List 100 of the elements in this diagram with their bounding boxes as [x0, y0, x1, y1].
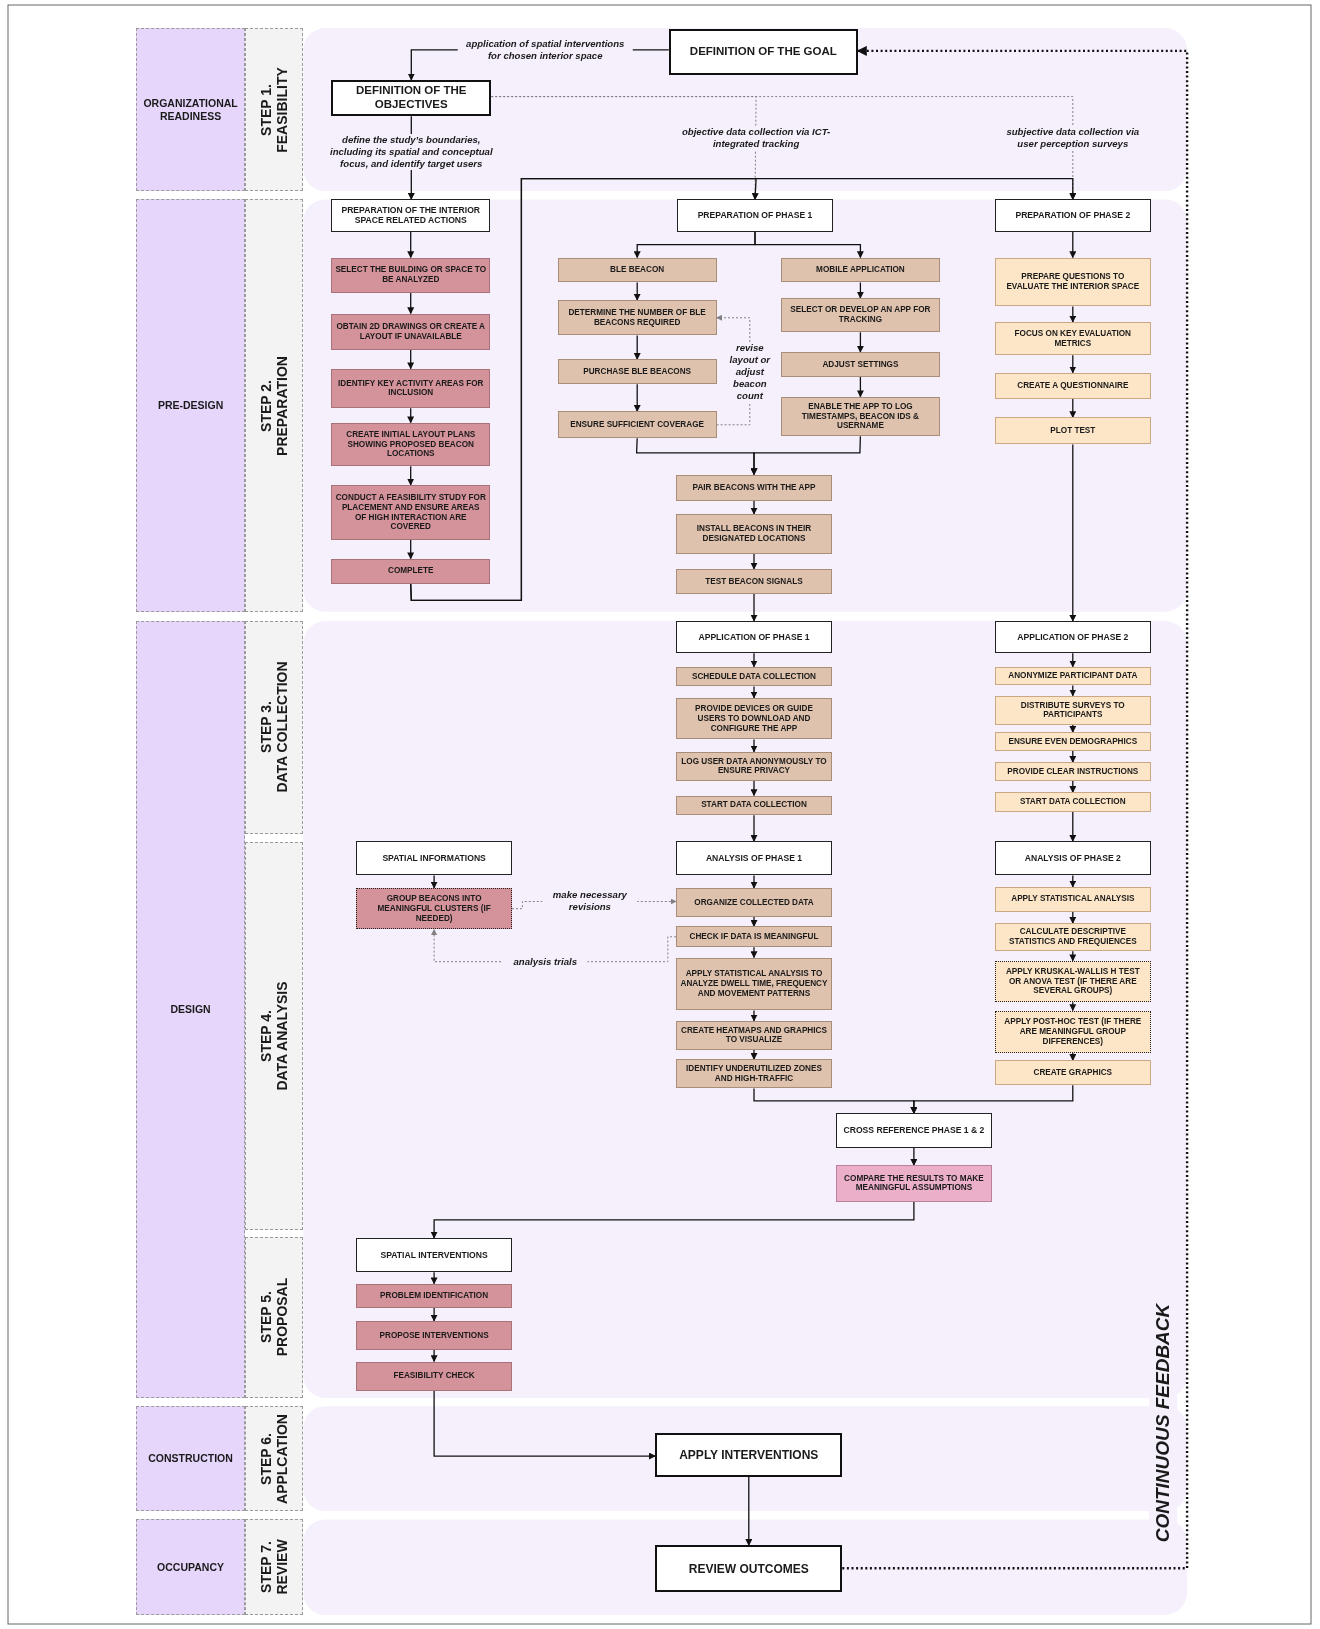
arrow — [1069, 950, 1077, 962]
heading-box — [994, 621, 1151, 654]
arrow — [910, 1146, 918, 1166]
box-label: START DATA COLLECTION — [1019, 797, 1126, 808]
arrow — [750, 916, 758, 928]
arrow — [1069, 874, 1077, 888]
box-label: COMPLETE — [388, 566, 434, 577]
arrow — [633, 281, 641, 301]
box-label: CROSS REFERENCE PHASE 1 & 2 — [843, 1125, 985, 1136]
arrow — [430, 1271, 438, 1285]
phase-box — [136, 1519, 246, 1615]
process-box — [356, 1283, 512, 1308]
arrow — [407, 230, 415, 259]
box-label: SPATIAL INFORMATIONS — [382, 853, 486, 864]
box-label: PAIR BEACONS WITH THE APP — [692, 482, 816, 493]
arrow — [430, 1200, 915, 1239]
step-number: STEP 3. — [258, 701, 275, 754]
box-label: CREATE A QUESTIONNAIRE — [1017, 380, 1129, 391]
process-box — [557, 300, 717, 336]
arrow — [856, 376, 864, 398]
arrow — [1069, 724, 1077, 733]
arrow — [407, 407, 415, 424]
process-box — [676, 957, 832, 1011]
arrow — [910, 1084, 1074, 1114]
heading-box — [356, 841, 512, 876]
step-title: REVIEW — [274, 1539, 291, 1595]
process-box — [994, 321, 1151, 356]
step-number: STEP 4. — [258, 1010, 275, 1062]
step-number: STEP 1. — [258, 83, 275, 136]
process-box — [994, 1010, 1151, 1054]
process-box — [994, 762, 1151, 781]
heading-box — [677, 199, 833, 232]
box-label: PROPOSE INTERVENTIONS — [379, 1330, 489, 1341]
step-title: FEASIBILITY — [274, 66, 291, 153]
step-title: PROPOSAL — [274, 1278, 291, 1357]
box-label: PROBLEM IDENTIFICATION — [380, 1290, 489, 1301]
process-box — [331, 257, 491, 293]
process-box — [994, 372, 1151, 399]
box-label: APPLY KRUSKAL-WALLIS H TEST OR ANOVA TEST (IF THERE ARE SEVERAL GROUPS) — [1004, 966, 1141, 997]
box-label: SCHEDULE DATA COLLECTION — [691, 671, 816, 682]
box-label: PROVIDE CLEAR INSTRUCTIONS — [1007, 766, 1139, 777]
process-box — [557, 411, 717, 439]
step-number: STEP 7. — [258, 1541, 275, 1594]
box-label: PURCHASE BLE BEACONS — [583, 366, 692, 377]
arrow — [407, 465, 415, 486]
process-box — [781, 352, 940, 377]
box-label: CREATE GRAPHICS — [1033, 1067, 1113, 1078]
box-label: ENSURE SUFFICIENT COVERAGE — [570, 419, 704, 430]
phase-box — [136, 1406, 246, 1512]
box-label: TEST BEACON SIGNALS — [705, 576, 803, 587]
box-label: DETERMINE THE NUMBER OF BLE BEACONS REQUIRED — [567, 307, 707, 328]
phase-label: OCCUPANCY — [157, 1560, 224, 1574]
step-number: STEP 5. — [258, 1291, 275, 1344]
process-box — [781, 396, 940, 437]
arrow — [407, 292, 415, 315]
arrow — [750, 814, 758, 842]
step-box — [245, 28, 304, 192]
box-label: ORGANIZE COLLECTED DATA — [694, 897, 814, 908]
arrow — [1069, 305, 1077, 323]
box-label: START DATA COLLECTION — [701, 800, 807, 811]
arrow — [633, 383, 641, 412]
arrow — [750, 738, 758, 753]
box-label: APPLICATION OF PHASE 2 — [1017, 632, 1129, 643]
box-label: SELECT THE BUILDING OR SPACE TO BE ANALYZED — [335, 265, 487, 286]
arrow — [1069, 1001, 1077, 1012]
phase-box — [136, 28, 246, 192]
arrow — [750, 685, 758, 699]
box-label: BLE BEACON — [610, 265, 665, 275]
box-label: ANALYSIS OF PHASE 2 — [1024, 853, 1121, 864]
box-label: APPLY STATISTICAL ANALYSIS TO ANALYZE DWELL TIME, FREQUENCY AND MOVEMENT PATTERNS — [680, 969, 828, 999]
process-box — [994, 1060, 1151, 1086]
step-box — [245, 842, 304, 1230]
arrow — [407, 349, 415, 370]
arrow — [1069, 780, 1077, 794]
process-box — [557, 257, 717, 283]
box-label: PLOT TEST — [1050, 426, 1096, 436]
box-label: FOCUS ON KEY EVALUATION METRICS — [1013, 328, 1133, 349]
box-label: COMPARE THE RESULTS TO MAKE MEANINGFUL ASSUMPTIONS — [843, 1173, 985, 1194]
box-label: CREATE INITIAL LAYOUT PLANS SHOWING PROPOSED BEACON LOCATIONS — [345, 429, 477, 460]
box-label: ADJUST SETTINGS — [822, 359, 899, 370]
step-box — [245, 199, 304, 612]
arrow — [407, 539, 415, 560]
arrow — [856, 281, 864, 299]
box-label: CREATE HEATMAPS AND GRAPHICS TO VISUALIZE — [680, 1025, 828, 1046]
arrow — [750, 946, 758, 959]
arrow — [430, 1349, 438, 1363]
box-label: CHECK IF DATA IS MEANINGFUL — [689, 931, 819, 942]
step-title: DATA ANALYSIS — [274, 981, 291, 1091]
arrow — [433, 1389, 656, 1460]
arrow — [1069, 443, 1077, 622]
box-label: PROVIDE DEVICES OR GUIDE USERS TO DOWNLOAD AND CONFIGURE THE APP — [694, 703, 814, 734]
arrow — [750, 874, 758, 889]
heading-box — [655, 1433, 843, 1477]
process-box — [994, 695, 1151, 725]
box-label: SELECT OR DEVELOP AN APP FOR TRACKING — [789, 305, 932, 326]
box-label: SPATIAL INTERVENTIONS — [380, 1249, 488, 1261]
arrow — [1069, 230, 1077, 259]
box-label: IDENTIFY UNDERUTILIZED ZONES AND HIGH-TRAFFIC — [685, 1064, 823, 1084]
arrow — [750, 499, 758, 515]
phase-box — [136, 199, 246, 612]
